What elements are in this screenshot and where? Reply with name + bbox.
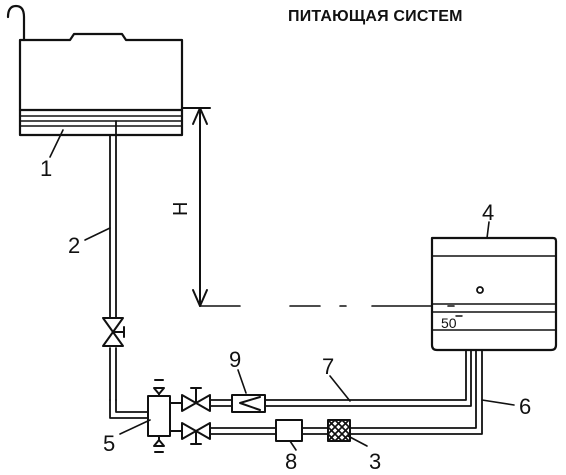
height-label: H bbox=[170, 202, 192, 216]
upper-line-valve bbox=[181, 387, 211, 412]
diagram-heading: ПИТАЮЩАЯ СИСТЕМ bbox=[288, 8, 463, 25]
distributor bbox=[147, 379, 183, 453]
callout-3: 3 bbox=[369, 449, 381, 470]
supply-tank bbox=[6, 4, 184, 137]
vent-pipe bbox=[6, 4, 26, 42]
check-valve bbox=[231, 394, 266, 413]
filter bbox=[275, 419, 303, 442]
strainer bbox=[327, 419, 351, 442]
callout-4: 4 bbox=[482, 200, 494, 225]
callout-1: 1 bbox=[40, 156, 52, 181]
supply-valve bbox=[102, 317, 125, 347]
callout-8: 8 bbox=[285, 449, 297, 470]
tank-outline bbox=[18, 32, 184, 137]
supply-pipe bbox=[109, 120, 149, 419]
float-chamber: 50 bbox=[430, 236, 558, 352]
pipelines bbox=[209, 349, 483, 435]
callout-7: 7 bbox=[322, 354, 334, 379]
height-dimension: H bbox=[170, 107, 455, 307]
float-chamber-mark: 50 bbox=[441, 315, 457, 331]
callout-9: 9 bbox=[229, 347, 241, 372]
callout-2: 2 bbox=[68, 233, 80, 258]
callout-5: 5 bbox=[103, 431, 115, 456]
lower-line-valve bbox=[181, 422, 211, 445]
callout-6: 6 bbox=[519, 394, 531, 419]
leader-lines bbox=[49, 129, 515, 451]
callout-labels: 1 2 3 4 5 6 7 8 9 bbox=[40, 156, 531, 474]
